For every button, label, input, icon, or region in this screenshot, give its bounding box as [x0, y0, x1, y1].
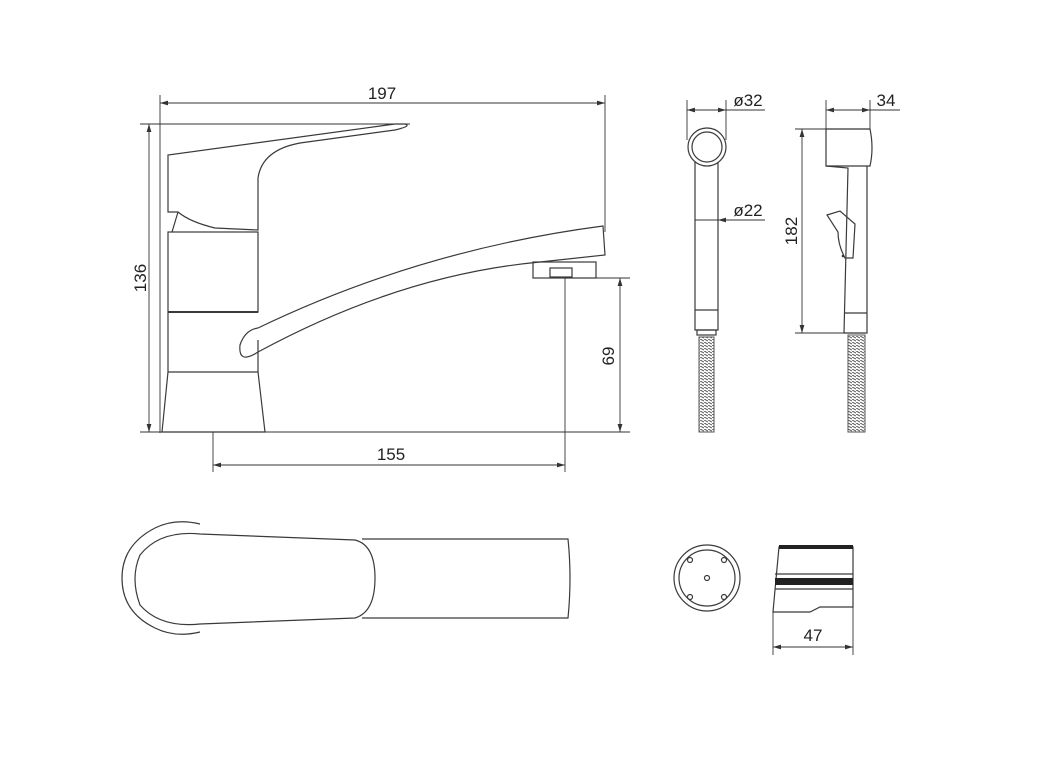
- dimension-34: 34: [825, 91, 900, 129]
- dimension-136: 136: [131, 123, 630, 433]
- dimension-197: 197: [159, 84, 606, 433]
- hand-shower-side-view: [825, 128, 873, 433]
- dimension-d32: ø32: [686, 91, 765, 140]
- dimension-label: 197: [368, 84, 396, 103]
- hand-shower-front-view: [687, 127, 727, 433]
- dimension-label: 155: [377, 445, 405, 464]
- dimension-label: ø22: [733, 201, 762, 220]
- dimension-47: 47: [772, 607, 854, 655]
- dimension-label: 47: [804, 626, 823, 645]
- dimension-label: 182: [782, 217, 801, 245]
- faucet-side-view: [161, 123, 606, 433]
- faucet-top-view: [121, 521, 571, 635]
- dimension-69: 69: [565, 277, 630, 432]
- dimension-155: 155: [212, 278, 566, 472]
- dimension-label: 69: [599, 347, 618, 366]
- dimension-d22: ø22: [695, 201, 765, 223]
- dimension-label: 34: [877, 91, 896, 110]
- dimension-label: ø32: [733, 91, 762, 110]
- dimension-182: 182: [782, 128, 870, 334]
- dimension-label: 136: [131, 264, 150, 292]
- shower-head-end-view: [673, 544, 741, 612]
- holder-side-view: [772, 545, 854, 613]
